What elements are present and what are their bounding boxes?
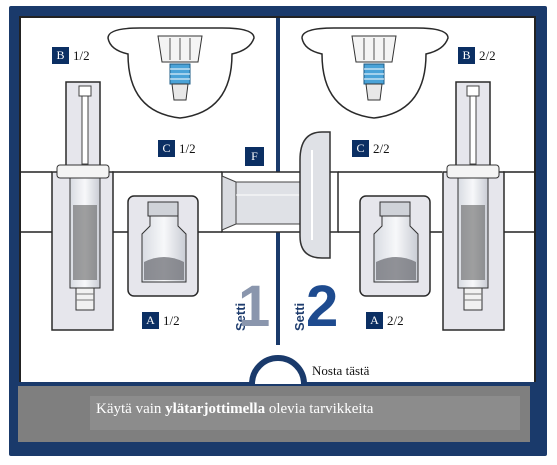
connector-icon (221, 131, 339, 259)
set-1-number: 1 (238, 274, 271, 339)
label-b-right-text: 2/2 (479, 48, 496, 63)
label-a-left-text: 1/2 (163, 313, 180, 328)
label-f: F (245, 147, 264, 166)
syringe-icon (442, 81, 505, 331)
lift-here-label: Nosta tästä (312, 363, 370, 378)
set-2-number: 2 (306, 274, 339, 339)
set-2-word: Setti (292, 302, 307, 331)
label-c-right: C 2/2 (352, 140, 390, 157)
label-a-right-letter: A (366, 312, 383, 329)
label-c-left-letter: C (158, 140, 175, 157)
syringe-icon (51, 81, 114, 331)
label-a-right-text: 2/2 (387, 313, 404, 328)
label-c-right-letter: C (352, 140, 369, 157)
label-a-left: A 1/2 (142, 312, 180, 329)
label-b-left-letter: B (52, 47, 69, 64)
warning-text: Käytä vain ylätarjottimella olevia tarvi… (96, 401, 373, 418)
warning-banner (18, 386, 530, 442)
vial-icon (359, 195, 431, 297)
warning-prefix: Käytä vain (96, 401, 166, 417)
label-a-left-letter: A (142, 312, 159, 329)
label-b-right-letter: B (458, 47, 475, 64)
label-b-right: B 2/2 (458, 47, 496, 64)
warning-bold: ylätarjottimella (165, 401, 266, 417)
label-a-right: A 2/2 (366, 312, 404, 329)
lift-tab[interactable] (249, 355, 307, 385)
vial-adapter-icon (107, 27, 255, 119)
label-b-left: B 1/2 (52, 47, 90, 64)
vial-adapter-icon (301, 27, 449, 119)
vial-icon (127, 195, 199, 297)
label-c-left: C 1/2 (158, 140, 196, 157)
label-b-left-text: 1/2 (73, 48, 90, 63)
warning-suffix: olevia tarvikkeita (265, 401, 374, 417)
label-c-left-text: 1/2 (179, 141, 196, 156)
label-c-right-text: 2/2 (373, 141, 390, 156)
